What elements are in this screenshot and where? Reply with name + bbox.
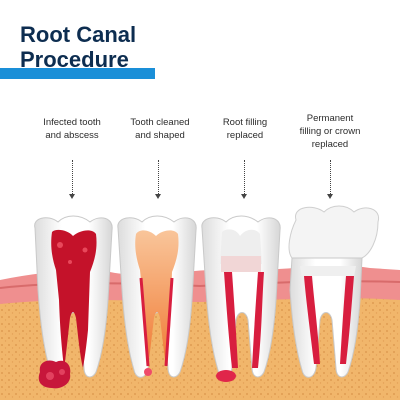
arrow-cleaned	[155, 160, 161, 199]
stage-label-infected: Infected tooth and abscess	[43, 117, 101, 141]
abscess	[38, 360, 71, 389]
tooth-infected	[34, 215, 113, 389]
stage-label-crown: Permanent filling or crown replaced	[299, 113, 361, 150]
title-line-2: Procedure	[20, 47, 129, 72]
tooth-root-filled	[201, 215, 281, 382]
tooth-crowned	[288, 205, 380, 378]
stage-label-cleaned: Tooth cleaned and shaped	[130, 117, 190, 141]
arrow-crown	[327, 160, 333, 199]
arrow-infected	[69, 160, 75, 199]
tooth-cleaned	[117, 215, 197, 378]
arrow-root-filling	[241, 160, 247, 199]
stage-label-root-filling: Root filling replaced	[222, 117, 268, 141]
title-line-1: Root Canal	[20, 22, 137, 47]
page-title: Root Canal Procedure	[20, 22, 136, 72]
title-accent-bar	[0, 68, 155, 79]
